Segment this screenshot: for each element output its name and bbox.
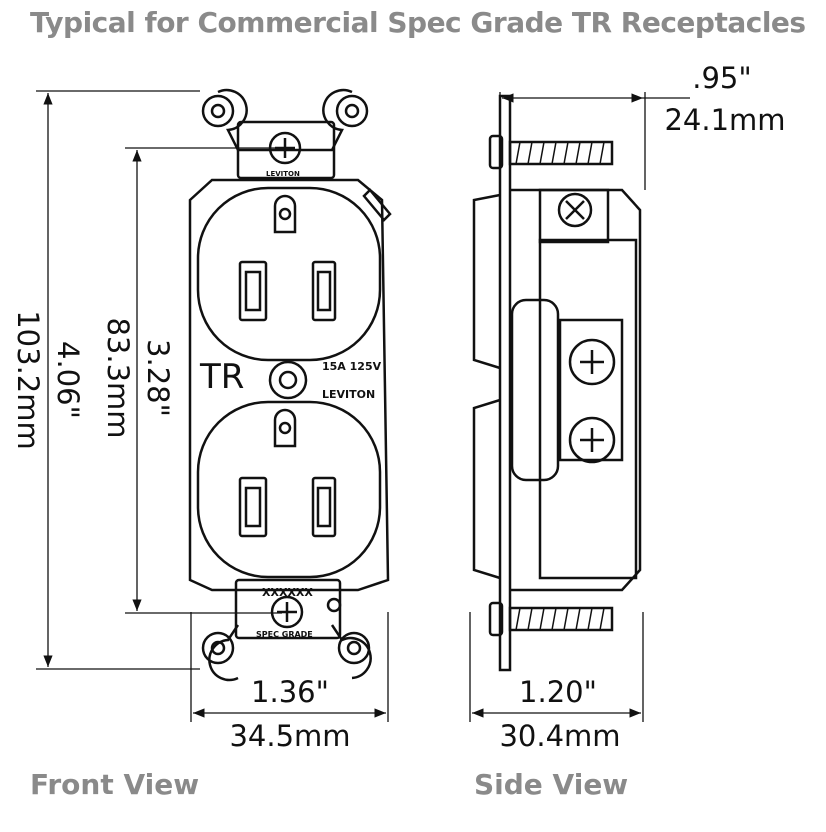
upper-ground-slot [273, 194, 297, 234]
lower-outlet-face [196, 400, 382, 579]
center-screw-icon [268, 360, 308, 400]
front-width-mm: 34.5mm [229, 719, 350, 753]
side-view-label: Side View [474, 768, 629, 801]
top-strap-screw-icon [268, 131, 302, 165]
upper-neutral-slot [238, 260, 268, 322]
code-marking: XXXXXX [262, 586, 313, 599]
side-lower-terminal-screw-icon [568, 416, 616, 464]
front-view-label: Front View [30, 768, 200, 801]
tr-marking: TR [199, 357, 244, 397]
side-width-mm: 30.4mm [499, 719, 620, 753]
lower-hot-slot [311, 476, 337, 538]
ground-symbol-icon [326, 597, 342, 613]
top-left-mount-hole [201, 94, 235, 128]
overall-height-mm: 103.2mm [11, 310, 45, 450]
brand-marking: LEVITON [322, 388, 375, 401]
receptacle-side [472, 94, 642, 672]
bottom-mounting-screw-icon [508, 606, 614, 632]
top-mounting-screw-icon [508, 140, 614, 166]
overall-height-labels: 103.2mm 4.06" [11, 310, 85, 450]
side-width-in: 1.20" [519, 675, 597, 709]
upper-hot-slot [311, 260, 337, 322]
mount-height-mm: 83.3mm [101, 317, 135, 438]
lower-neutral-slot [238, 476, 268, 538]
mount-height-labels: 83.3mm 3.28" [101, 317, 175, 438]
side-depth-in: .95" [692, 61, 751, 95]
bottom-strap-screw-icon [270, 595, 304, 629]
strap-brand-marking: LEVITON [266, 170, 300, 178]
grade-marking: SPEC GRADE [256, 630, 313, 639]
front-width-in: 1.36" [251, 675, 329, 709]
diagram-title: Typical for Commercial Spec Grade TR Rec… [30, 6, 806, 39]
top-right-mount-hole [335, 94, 369, 128]
side-depth-mm: 24.1mm [664, 103, 785, 137]
rating-marking: 15A 125V [322, 360, 382, 373]
mount-height-in: 3.28" [141, 339, 175, 417]
overall-height-in: 4.06" [51, 341, 85, 419]
bottom-left-mount-hole [201, 631, 235, 665]
side-upper-terminal-screw-icon [568, 338, 616, 386]
side-top-terminal-screw-icon [557, 192, 593, 228]
receptacle-front [188, 88, 392, 682]
bottom-right-mount-hole [337, 631, 371, 665]
lower-ground-slot [273, 408, 297, 448]
upper-outlet-face [196, 186, 382, 362]
